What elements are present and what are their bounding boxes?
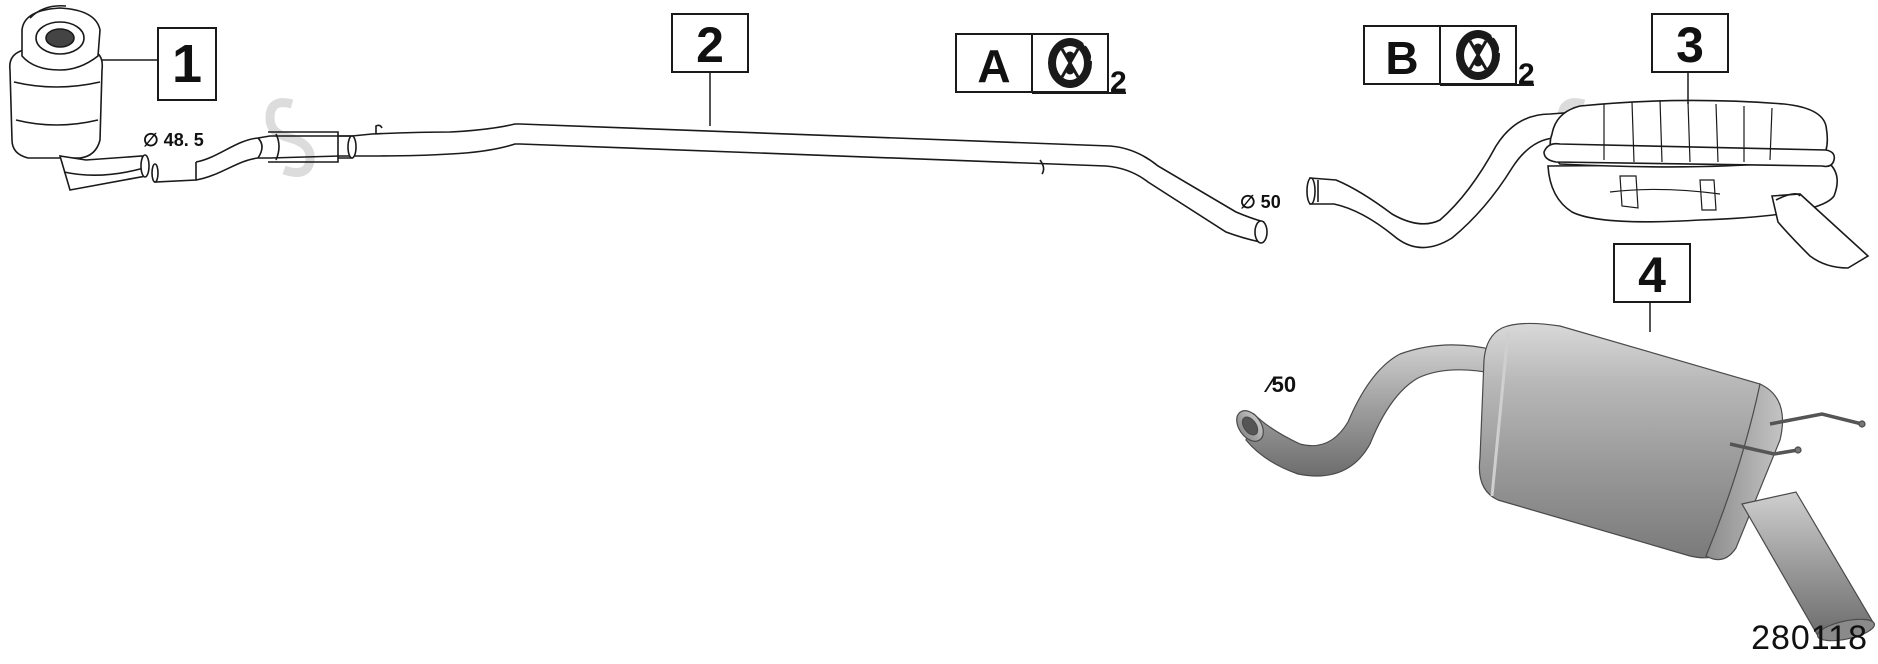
mounting-b-qty: 2 — [1518, 58, 1535, 91]
part-label-4-text: 4 — [1638, 247, 1666, 303]
mounting-a-qty: 2 — [1110, 66, 1127, 99]
part-3-rear-silencer — [1306, 99, 1870, 269]
part-label-4: 4 — [1613, 243, 1691, 303]
part-label-2: 2 — [671, 13, 749, 73]
part-label-3-text: 3 — [1676, 17, 1704, 73]
part-label-3: 3 — [1651, 13, 1729, 73]
rubber-hanger-icon — [1048, 38, 1095, 88]
part-label-2-text: 2 — [696, 17, 724, 73]
reference-number: 280118 — [1751, 619, 1868, 657]
rubber-hanger-icon — [1456, 30, 1503, 80]
mounting-a: A 2 — [955, 33, 1127, 99]
part-4-rear-silencer-shaded — [1236, 322, 1876, 642]
part-2-intermediate-pipe — [151, 123, 1268, 244]
part-label-1-text: 1 — [172, 34, 202, 94]
mounting-b-letter: B — [1385, 32, 1418, 84]
part-label-1: 1 — [157, 27, 217, 101]
part-1-catalytic-converter — [8, 4, 150, 191]
dimension-front: ∅ 48. 5 — [143, 130, 204, 150]
dimension-mid: ∅ 50 — [1240, 192, 1281, 212]
mounting-a-letter: A — [977, 40, 1010, 92]
mounting-b: B 2 — [1363, 25, 1535, 91]
dimension-rear: ∕50 — [1263, 372, 1296, 397]
